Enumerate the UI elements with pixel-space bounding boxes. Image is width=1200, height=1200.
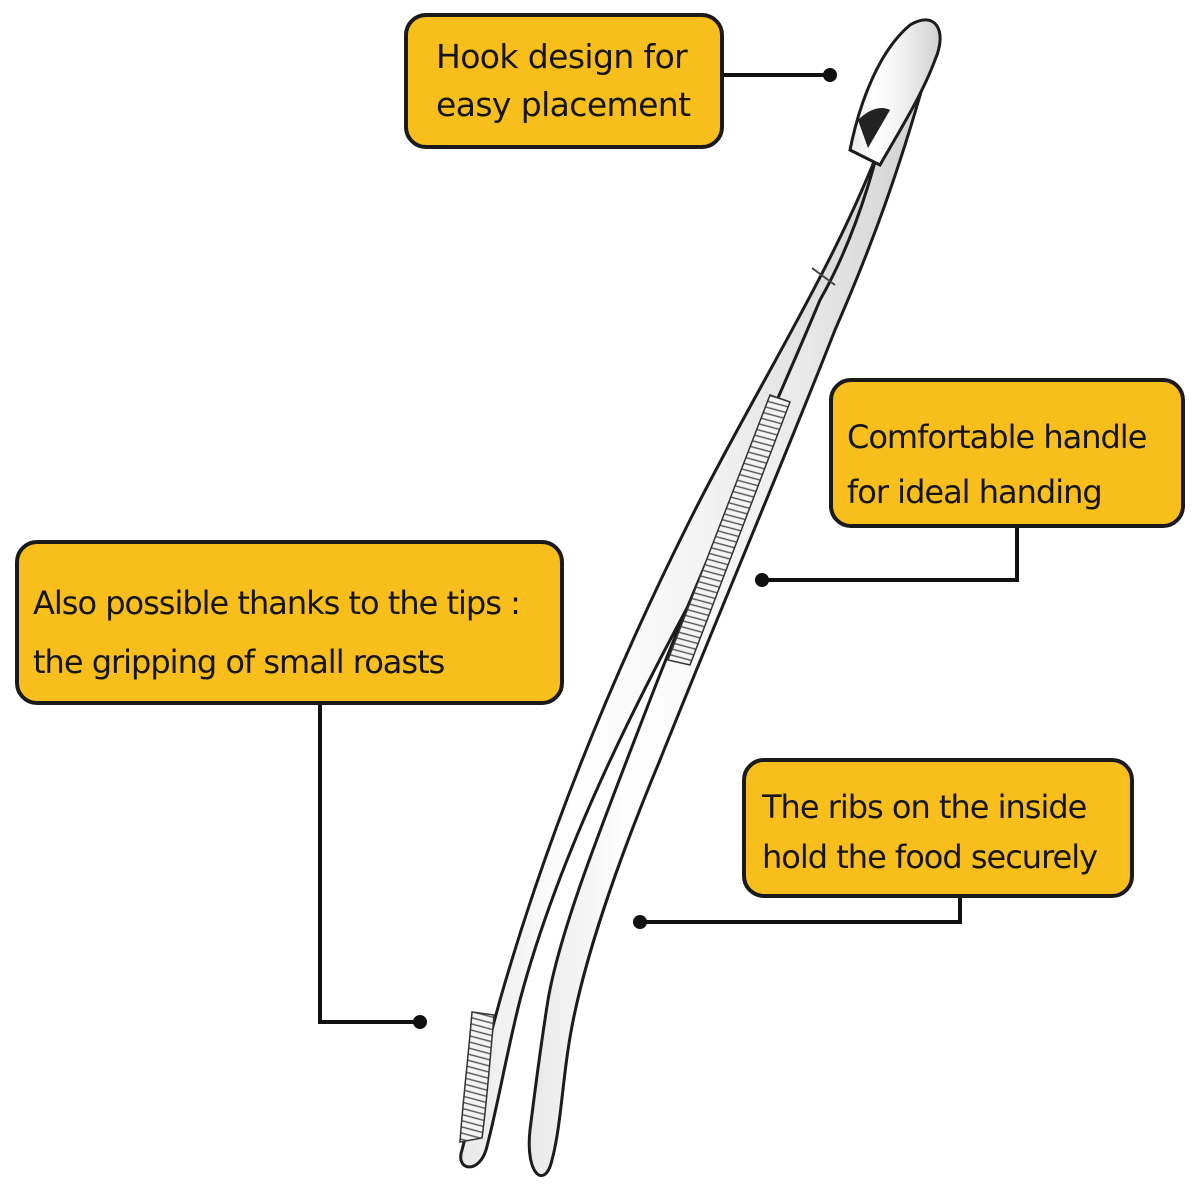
leader-dot-hook	[823, 68, 837, 82]
leader-line-handle	[762, 528, 1019, 582]
leader-dot-ribs	[633, 915, 647, 929]
callout-ribs-line1: The ribs on the inside	[762, 788, 1087, 826]
leader-line-tips	[318, 705, 420, 1024]
handle-grip-ribs	[666, 394, 791, 666]
hook-slot	[858, 108, 890, 148]
leader-dots	[413, 68, 837, 1029]
callout-ribs-line2: hold the food securely	[762, 838, 1098, 876]
callout-tips: Also possible thanks to the tips : the g…	[15, 540, 564, 705]
leader-dot-handle	[755, 573, 769, 587]
callout-comfortable-handle: Comfortable handle for ideal handing	[829, 378, 1185, 528]
tweezers-front-arm	[527, 58, 932, 1178]
callout-hook-line2: easy placement	[436, 85, 691, 124]
leader-dot-tips	[413, 1015, 427, 1029]
rear-tip-ribs	[459, 1011, 495, 1143]
callout-tips-line1: Also possible thanks to the tips :	[33, 584, 521, 622]
callout-hook-line1: Hook design for	[436, 37, 688, 76]
callout-handle-line2: for ideal handing	[847, 473, 1103, 511]
leader-line-ribs	[640, 898, 962, 924]
callout-inside-ribs: The ribs on the inside hold the food sec…	[742, 758, 1134, 898]
tweezers-image	[459, 18, 942, 1178]
arm-joint-line	[811, 267, 836, 286]
callout-hook-design: Hook design for easy placement	[404, 13, 724, 149]
callout-tips-line2: the gripping of small roasts	[33, 643, 445, 681]
callout-handle-line1: Comfortable handle	[847, 418, 1147, 456]
leader-lines	[318, 73, 1019, 1024]
